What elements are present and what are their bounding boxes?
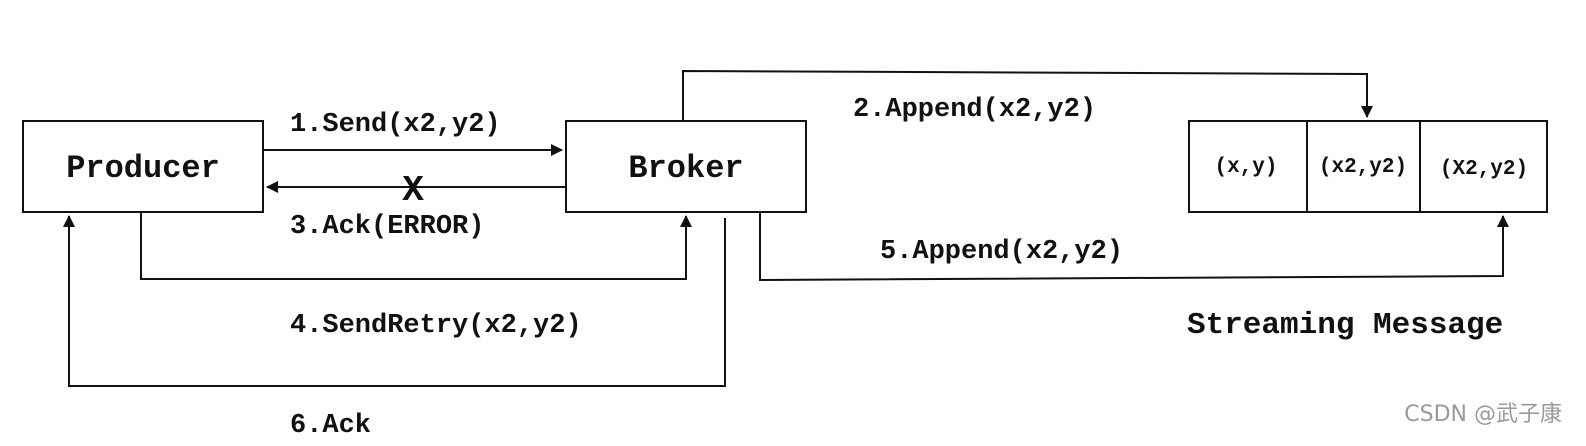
stream-title: Streaming Message — [1187, 308, 1503, 343]
ack-error-label: 3.Ack(ERROR) — [290, 212, 484, 242]
failure-mark: X — [402, 170, 424, 211]
append-first-arrow — [682, 69, 1373, 121]
producer-box — [22, 120, 264, 213]
send-label: 1.Send(x2,y2) — [290, 110, 501, 140]
send-retry-arrow — [140, 212, 692, 280]
broker-box — [565, 120, 807, 213]
send-retry-label: 4.SendRetry(x2,y2) — [290, 311, 582, 341]
stream-cell-3 — [1419, 120, 1548, 213]
stream-cell-1 — [1188, 120, 1308, 213]
ack-label: 6.Ack — [290, 411, 371, 441]
watermark-text: CSDN @武子康 — [1404, 402, 1562, 427]
stream-cell-3-label: (X2,y2) — [1440, 158, 1528, 181]
producer-label: Producer — [66, 150, 220, 187]
stream-cell-2-label: (x2,y2) — [1319, 156, 1407, 179]
append-first-label: 2.Append(x2,y2) — [853, 95, 1096, 125]
append-second-arrow — [759, 212, 1509, 282]
broker-label: Broker — [628, 150, 743, 187]
append-second-label: 5.Append(x2,y2) — [880, 237, 1123, 267]
ack-arrow — [63, 215, 726, 387]
stream-cell-1-label: (x,y) — [1214, 156, 1277, 179]
